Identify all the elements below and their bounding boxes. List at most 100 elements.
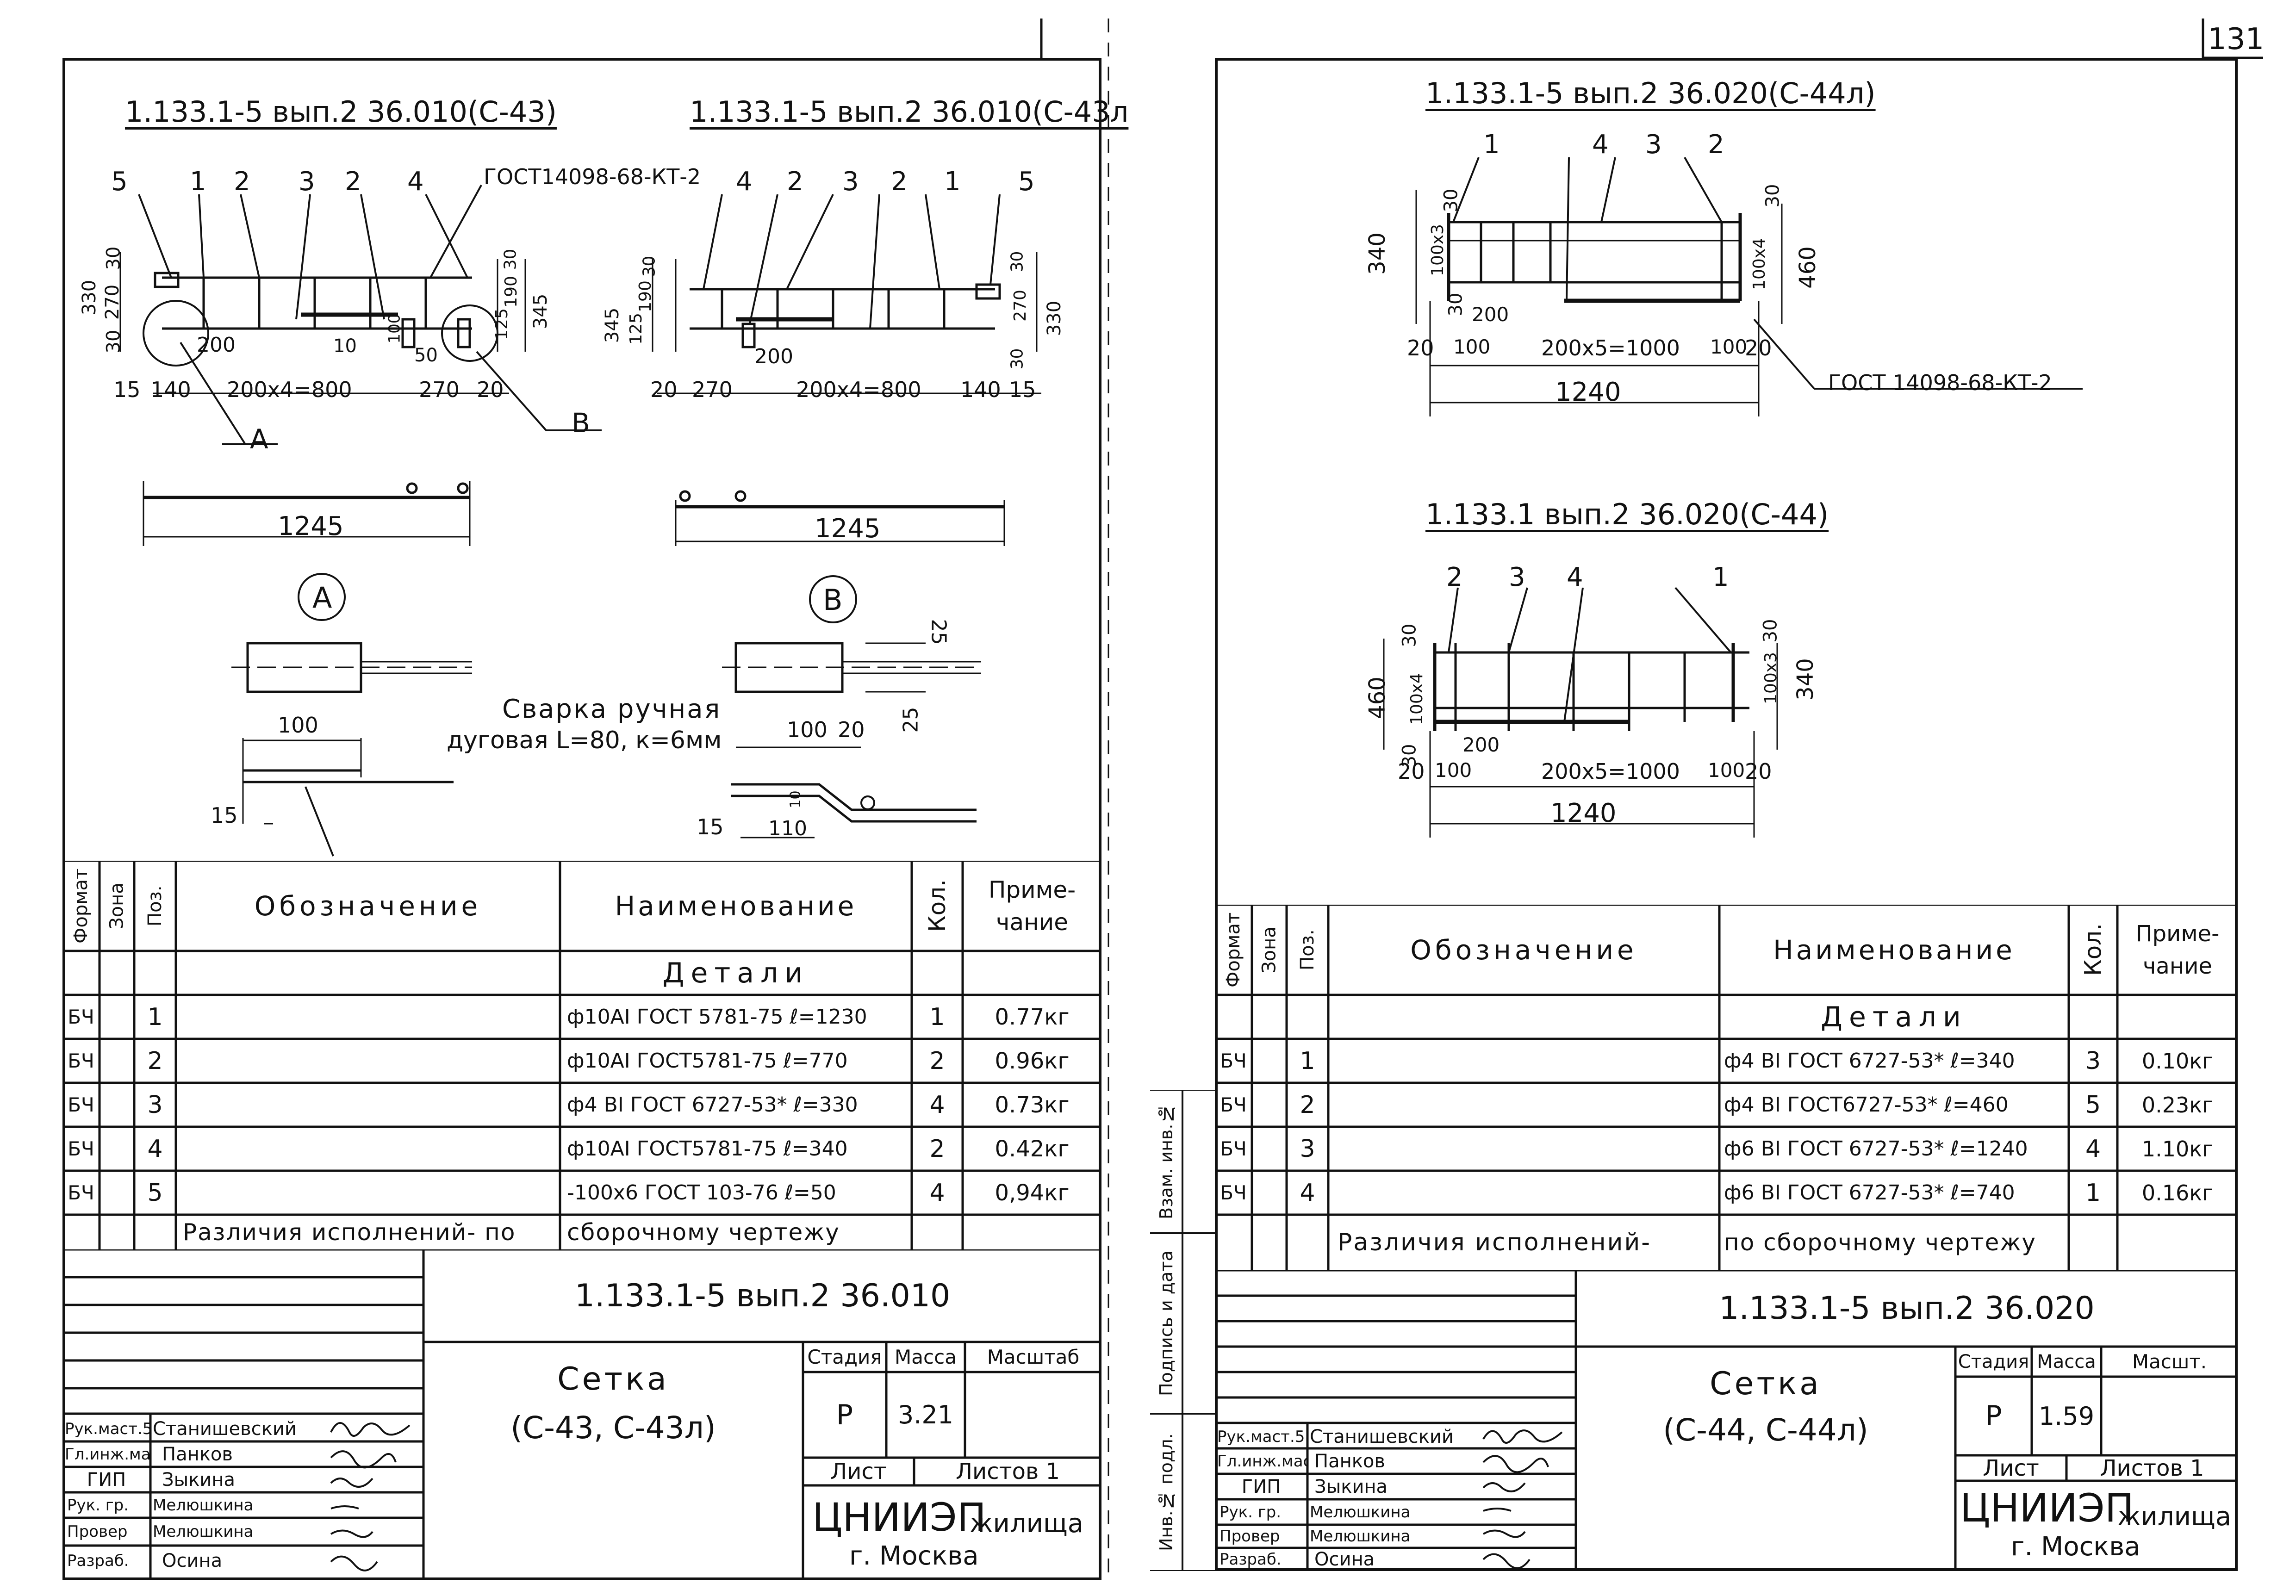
section-label-a: А [250, 423, 268, 455]
variants-note-1: Различия исполнений- по [183, 1218, 516, 1246]
callout: 4 [1567, 562, 1583, 592]
weld-note-1: Сварка ручная [502, 694, 722, 724]
callout: 2 [891, 167, 908, 197]
left-gost-callout: ГОСТ14098-68-КТ-2 [484, 164, 701, 189]
product-name: Сетка [557, 1360, 669, 1397]
staff-name: Зыкина [162, 1469, 236, 1490]
dim-label: 25 [899, 707, 923, 733]
length-label: 1240 [1555, 377, 1621, 407]
header-mass: Масса [2037, 1351, 2096, 1372]
header-mass: Масса [895, 1346, 957, 1368]
doc-code: 1.133.1-5 вып.2 36.020 [1719, 1290, 2095, 1327]
row-note: 0,94кг [995, 1180, 1070, 1206]
dim-label: 30 [501, 248, 520, 270]
staff-name: Осина [162, 1550, 223, 1571]
staff-role: ГИП [87, 1469, 126, 1490]
dim-label: 30 [1762, 184, 1784, 208]
dim-label: 460 [1364, 677, 1390, 719]
length-label: 1240 [1550, 798, 1617, 828]
dim-label: 30 [1008, 348, 1027, 370]
callout: 5 [111, 167, 128, 197]
org-logo: ЦНИИЭП [812, 1495, 986, 1540]
row-quantity: 2 [929, 1135, 945, 1163]
row-quantity: 3 [2085, 1047, 2101, 1075]
signatures-icon [1482, 1429, 1563, 1569]
org-city: г. Москва [2011, 1532, 2140, 1562]
row-note: 0.77кг [995, 1004, 1070, 1030]
staff-role: Рук.маст.5 [65, 1419, 150, 1438]
stage-value: Р [1985, 1400, 2002, 1432]
left-title-block: 1.133.1-5 вып.2 36.010 Сетка (С-43, С-43… [62, 1249, 1101, 1580]
callout: 2 [1708, 130, 1724, 160]
dim-label: 200х4=800 [227, 377, 352, 402]
callout: 1 [1483, 130, 1500, 160]
dim-label: 20 [838, 717, 865, 742]
weld-note-2: дуговая L=80, к=6мм [447, 727, 722, 754]
right-spec-table: Формат Зона Поз. Обозначение Наименовани… [1215, 905, 2238, 1270]
sheet-label: Лист [830, 1459, 887, 1484]
header-quantity: Кол. [2079, 923, 2107, 976]
header-zone: Зона [106, 882, 128, 929]
dim-label: 100 [1708, 759, 1745, 782]
row-quantity: 4 [929, 1179, 945, 1207]
row-name: -100х6 ГОСТ 103-76 ℓ=50 [567, 1181, 836, 1205]
staff-role: Провер [1220, 1527, 1280, 1546]
node-b-label: В [823, 583, 843, 617]
row-format: БЧ [68, 1137, 94, 1160]
header-stage: Стадия [1958, 1351, 2029, 1372]
org-name: жилища [970, 1509, 1084, 1539]
variants-note-2: по сборочному чертежу [1724, 1229, 2037, 1256]
dim-label: 125 [626, 313, 646, 345]
row-format: БЧ [68, 1181, 94, 1204]
header-quantity: Кол. [924, 879, 951, 932]
dim-label: 140 [960, 377, 1001, 402]
callout: 1 [1712, 562, 1729, 592]
row-note: 1.10кг [2141, 1136, 2214, 1161]
row-format: БЧ [1220, 1181, 1247, 1204]
dim-label: 340 [1364, 232, 1390, 275]
sheets-label: Листов 1 [2100, 1455, 2204, 1481]
dim-label: 100х3 [1428, 224, 1447, 276]
staff-name: Мелюшкина [1310, 1527, 1411, 1546]
product-variants: (С-44, С-44л) [1663, 1412, 1868, 1448]
staff-name: Мелюшкина [153, 1522, 254, 1541]
dim-label: 100 [1435, 759, 1472, 782]
dim-label: 20 [1745, 335, 1772, 360]
callout: 1 [944, 167, 961, 197]
staff-name: Станишевский [153, 1418, 297, 1440]
variants-note-1: Различия исполнений- [1338, 1229, 1652, 1256]
callout: 4 [1592, 130, 1609, 160]
header-designation: Обозначение [254, 890, 482, 922]
staff-role: Разраб. [67, 1551, 129, 1570]
org-logo: ЦНИИЭП [1960, 1485, 2134, 1531]
dim-label: 140 [150, 377, 191, 402]
dim-label: 20 [477, 377, 504, 402]
header-note: Приме-чание [2135, 920, 2220, 979]
row-quantity: 4 [2085, 1135, 2101, 1163]
callout: 1 [190, 167, 206, 197]
row-name: ф4 ВI ГОСТ 6727-53* ℓ=340 [1724, 1049, 2015, 1073]
header-note: Приме-чание [988, 876, 1076, 936]
dim-label: 125 [492, 308, 511, 340]
row-name: ф10АI ГОСТ5781-75 ℓ=340 [567, 1137, 848, 1161]
product-variants: (С-43, С-43л) [510, 1410, 716, 1446]
dim-label: 460 [1794, 246, 1821, 289]
dim-label: 15 [211, 803, 238, 828]
row-position: 5 [147, 1179, 163, 1207]
signatures-icon [330, 1422, 411, 1571]
dim-label: 30 [1399, 623, 1420, 647]
left-spec-table: Формат Зона Поз. Обозначение Наименовани… [62, 861, 1101, 1249]
row-position: 1 [1300, 1047, 1315, 1075]
row-note: 0.42кг [995, 1136, 1070, 1162]
dim-label: 30 [1445, 292, 1467, 317]
row-name: ф10АI ГОСТ5781-75 ℓ=770 [567, 1049, 848, 1073]
dim-label: 15 [697, 814, 724, 839]
row-note: 0.23кг [2141, 1092, 2214, 1118]
row-note: 0.10кг [2141, 1048, 2214, 1074]
dim-label: 30 [103, 329, 124, 354]
side-stamp-strip: Взам. инв.№ Подпись и дата Инв.№ подл. [1150, 1090, 1215, 1571]
row-note: 0.73кг [995, 1092, 1070, 1118]
dim-label: 200х5=1000 [1541, 335, 1680, 360]
header-name: Наименование [1773, 934, 2015, 966]
row-name: ф6 ВI ГОСТ 6727-53* ℓ=1240 [1724, 1137, 2028, 1161]
